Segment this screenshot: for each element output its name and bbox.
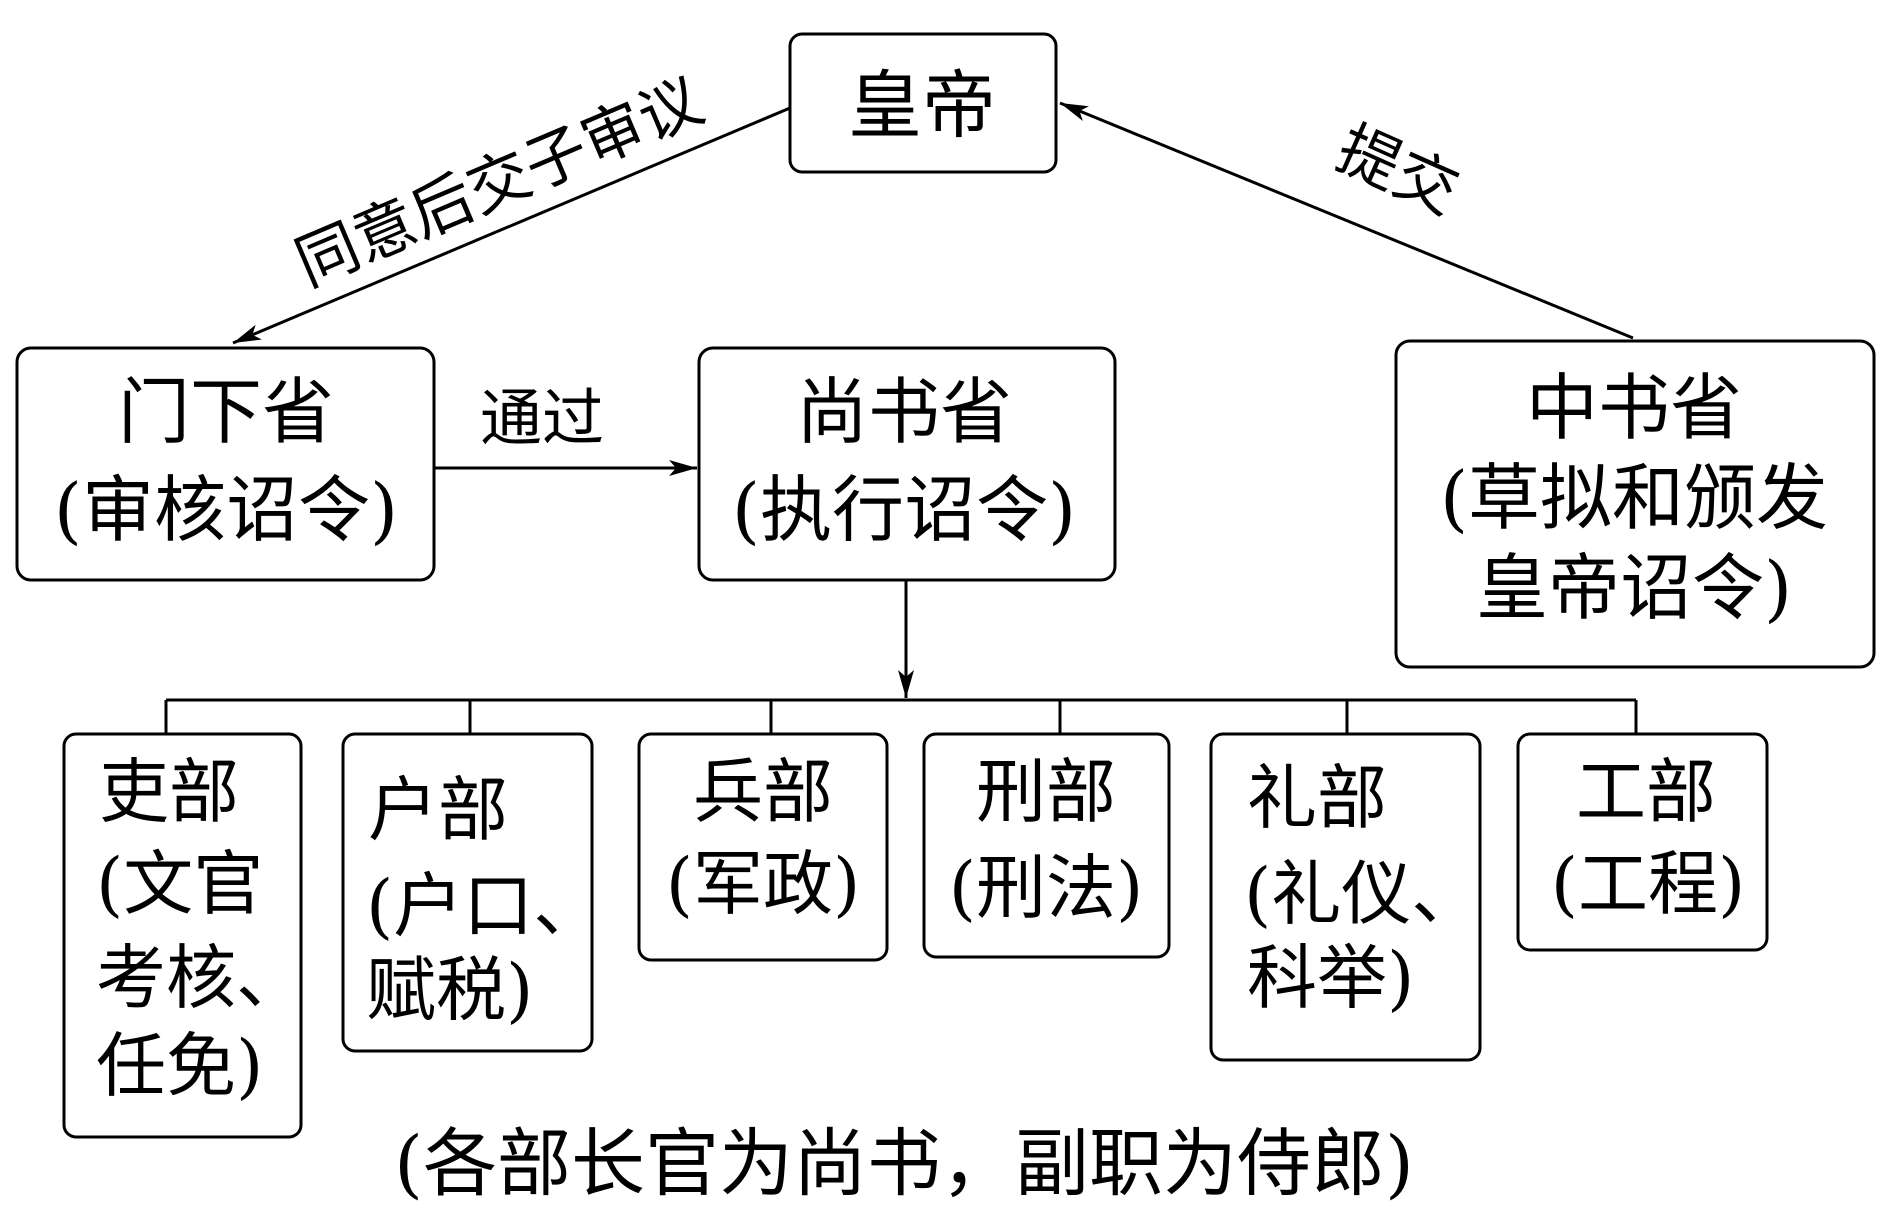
ministry-box <box>1516 732 1769 952</box>
ministry-name: 工部 <box>1576 751 1716 833</box>
edge-label-menxia-to-shangshu: 通过 <box>480 382 604 455</box>
ministry-duty-line: (工程) <box>1551 843 1746 925</box>
node-emperor: 皇帝 <box>788 32 1058 174</box>
ministry-name: 礼部 <box>1247 757 1387 839</box>
node-shangshu-role: (执行诏令) <box>732 468 1076 552</box>
ministry-duty-line: 赋税) <box>366 949 533 1031</box>
ministry-bingbu: 兵部 (军政) <box>637 732 889 962</box>
node-menxia-role: (审核诏令) <box>54 468 398 552</box>
ministry-box <box>62 732 303 1139</box>
node-zhongshu-title: 中书省 <box>1526 366 1742 450</box>
node-menxia: 门下省 (审核诏令) <box>15 346 436 582</box>
arrow-emperor-to-menxia <box>232 106 791 345</box>
ministry-duty-line: 考核、 <box>96 937 306 1019</box>
ministry-libu: 吏部 (文官 考核、 任免) <box>62 732 306 1139</box>
edge-label-zhongshu-to-emperor: 提交 <box>1327 111 1470 228</box>
node-emperor-box <box>788 32 1058 174</box>
ministry-hubu: 户部 (户口、 赋税) <box>341 732 603 1053</box>
ministry-box <box>637 732 889 962</box>
ministry-gongbu: 工部 (工程) <box>1516 732 1769 952</box>
node-zhongshu-role-line1: (草拟和颁发 <box>1440 456 1828 540</box>
node-shangshu-title: 尚书省 <box>796 370 1012 454</box>
ministry-duty-line: (文官 <box>96 843 263 925</box>
ministry-name: 吏部 <box>99 751 239 833</box>
ministry-box <box>1209 732 1482 1062</box>
node-emperor-title: 皇帝 <box>848 63 996 149</box>
ministry-libu-rites: 礼部 (礼仪、 科举) <box>1209 732 1482 1062</box>
footnote: (各部长官为尚书，副职为侍郎) <box>394 1121 1414 1207</box>
ministry-duty-line: (军政) <box>666 843 861 925</box>
edge-label-emperor-to-menxia: 同意后交子审议 <box>285 64 713 301</box>
ministry-box <box>341 732 594 1053</box>
ministry-duty-line: 科举) <box>1247 937 1414 1019</box>
node-menxia-box <box>15 346 436 582</box>
ministry-name: 兵部 <box>693 751 833 833</box>
node-shangshu-box <box>697 346 1117 582</box>
node-zhongshu-box <box>1394 339 1876 669</box>
ministry-duty-line: (礼仪、 <box>1244 853 1481 935</box>
arrow-zhongshu-to-emperor <box>1059 101 1634 340</box>
node-menxia-title: 门下省 <box>118 370 334 454</box>
ministry-name: 户部 <box>368 769 508 851</box>
node-zhongshu-role-line2: 皇帝诏令) <box>1476 546 1792 630</box>
ministry-xingbu: 刑部 (刑法) <box>922 732 1171 959</box>
ministry-duty-line: 任免) <box>96 1025 263 1107</box>
node-shangshu: 尚书省 (执行诏令) <box>697 346 1117 582</box>
ministry-duty-line: (刑法) <box>949 847 1144 929</box>
node-zhongshu: 中书省 (草拟和颁发 皇帝诏令) <box>1394 339 1876 669</box>
ministry-name: 刑部 <box>976 751 1116 833</box>
ministry-duty-line: (户口、 <box>366 865 603 947</box>
ministry-box <box>922 732 1171 959</box>
